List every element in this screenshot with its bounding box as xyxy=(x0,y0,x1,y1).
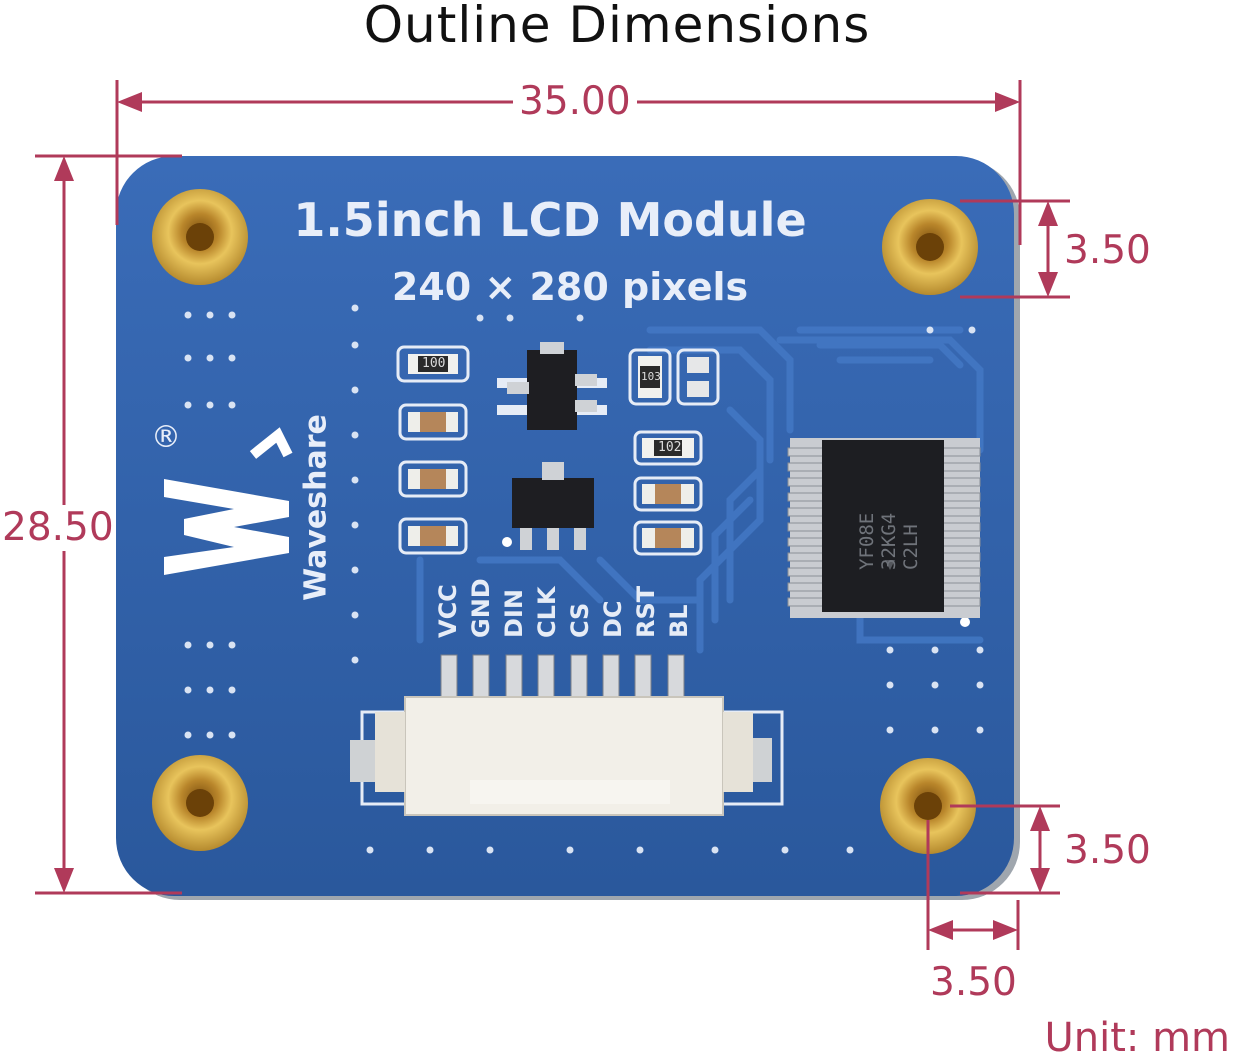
pin-label-gnd: GND xyxy=(467,578,495,638)
dimension-hole-bottom-right-horizontal: 3.50 xyxy=(930,960,1017,1005)
chip-marking-1: YF08E xyxy=(856,512,878,570)
mounting-hole-bottom-right xyxy=(880,758,976,854)
pin-label-dc: DC xyxy=(599,600,627,638)
pin-label-cs: CS xyxy=(566,602,594,638)
mounting-hole-bottom-left xyxy=(152,755,248,851)
dimension-height: 28.50 xyxy=(0,505,116,551)
pin-label-vcc: VCC xyxy=(434,584,462,638)
mounting-hole-top-left xyxy=(152,189,248,285)
brand-name: Waveshare xyxy=(298,414,334,601)
capacitor-c4 xyxy=(633,476,703,512)
resistor-code-103: 103 xyxy=(641,370,661,383)
capacitor-c3 xyxy=(398,517,468,555)
pcb-vias xyxy=(184,304,984,854)
pin-label-din: DIN xyxy=(500,589,528,638)
pin-label-rst: RST xyxy=(632,585,660,638)
pin-label-bl: BL xyxy=(665,604,693,638)
brand-registered-mark: ® xyxy=(151,420,181,455)
board-resolution: 240 × 280 pixels xyxy=(391,265,749,309)
chip-marking-3: C2LH xyxy=(900,524,922,570)
capacitor-c1 xyxy=(398,403,468,441)
page-title: Outline Dimensions xyxy=(363,0,871,54)
connector-housing xyxy=(350,696,772,816)
ic-chip xyxy=(787,438,981,618)
resistor-r3 xyxy=(633,430,703,466)
chip-marking-2: 32KG4 xyxy=(878,512,900,570)
dimension-hole-bottom-right-vertical: 3.50 xyxy=(1064,828,1151,873)
waveshare-logo xyxy=(164,427,293,575)
pad-pair xyxy=(676,348,720,406)
connector-pins xyxy=(440,654,685,700)
regulator-u1 xyxy=(512,462,594,550)
dimension-width: 35.00 xyxy=(513,79,637,125)
capacitor-c5 xyxy=(633,520,703,556)
pin-label-clk: CLK xyxy=(533,586,561,638)
resistor-r2 xyxy=(628,348,672,406)
unit-label: Unit: mm xyxy=(1044,1015,1230,1061)
transistor-q1 xyxy=(497,342,607,430)
resistor-code-102: 102 xyxy=(658,440,682,455)
resistor-code-100: 100 xyxy=(422,356,446,371)
board-name: 1.5inch LCD Module xyxy=(293,193,807,247)
resistor-r1 xyxy=(396,345,470,383)
capacitor-c2 xyxy=(398,460,468,498)
mounting-hole-top-right xyxy=(882,199,978,295)
dimension-hole-top-right: 3.50 xyxy=(1064,228,1151,273)
